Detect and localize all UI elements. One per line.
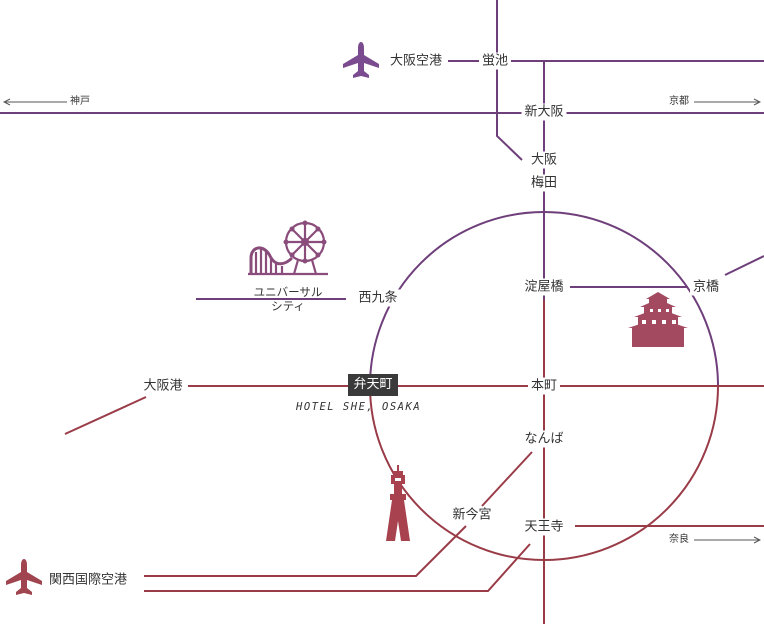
direction-kobe: 神戸 — [67, 96, 93, 108]
line-jr-haruka — [144, 543, 531, 592]
station-yodoyabashi: 淀屋橋 — [521, 278, 567, 296]
line-osakako-west — [64, 396, 147, 435]
direction-kyoto: 京都 — [666, 96, 692, 108]
line-nankai-namba — [481, 451, 533, 507]
station-osakako: 大阪港 — [140, 377, 186, 395]
ferris-wheel-rollercoaster-icon — [248, 220, 328, 276]
station-osaka: 大阪 — [527, 151, 561, 169]
station-nishikujo: 西九条 — [355, 289, 401, 307]
hotel-name-label: HOTEL SHE, OSAKA — [296, 401, 422, 413]
station-honmachi: 本町 — [527, 377, 561, 395]
castle-icon — [628, 292, 688, 347]
station-kansai-airport: 関西国際空港 — [46, 571, 131, 589]
station-bentencho-hotel: 弁天町 — [348, 374, 398, 396]
tower-icon — [386, 465, 410, 541]
line-nankai-airport — [144, 525, 467, 577]
line-hankyu-takarazuka — [496, 0, 523, 161]
landmark-universal-city: ユニバーサル シティ — [253, 285, 323, 313]
station-shin-osaka: 新大阪 — [521, 103, 567, 121]
line-kyobashi-east — [724, 255, 764, 276]
direction-arrows — [4, 102, 760, 540]
station-umeda: 梅田 — [527, 174, 561, 192]
itami-airplane-icon — [343, 42, 379, 78]
kansai-airplane-icon — [6, 559, 42, 595]
direction-nara: 奈良 — [666, 534, 692, 546]
station-tennoji: 天王寺 — [521, 518, 567, 536]
osaka-loop-south — [369, 385, 719, 561]
station-shin-imamiya: 新今宮 — [449, 506, 495, 524]
station-namba: なんば — [521, 430, 567, 448]
station-itami-airport: 大阪空港 — [386, 52, 446, 70]
red-lines — [64, 300, 764, 624]
station-kyobashi: 京橋 — [689, 278, 723, 296]
station-hotarugaike: 蛍池 — [478, 52, 512, 70]
